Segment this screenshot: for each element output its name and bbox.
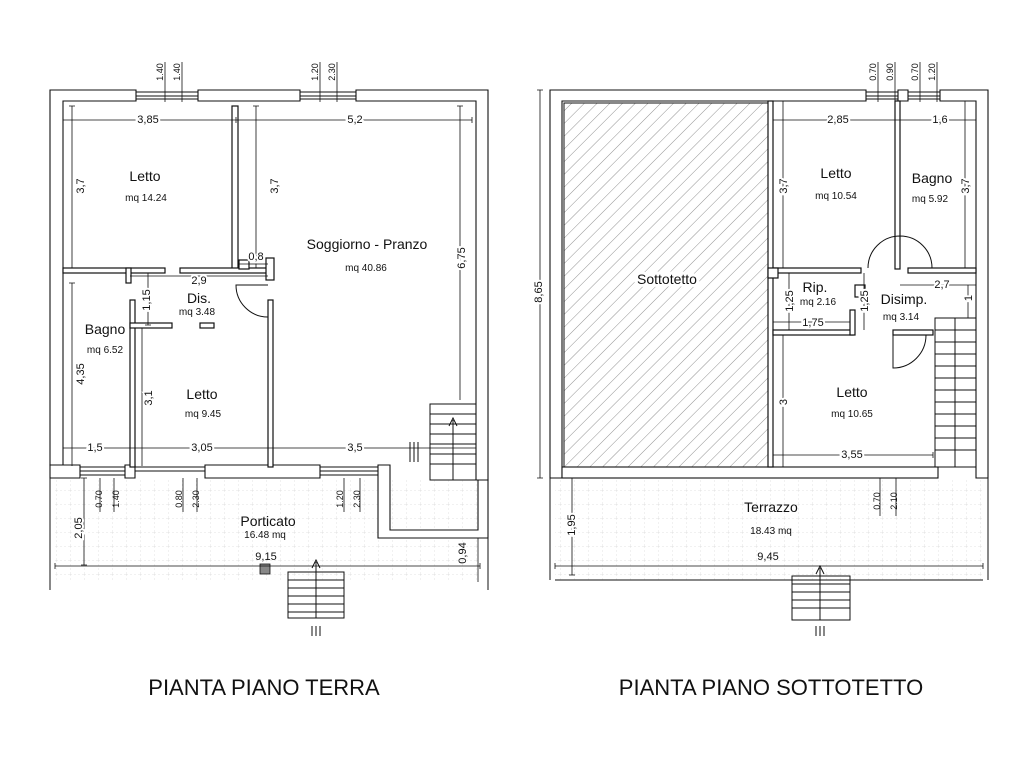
room-area: mq 5.92 [912,194,949,205]
dimension-labels: 2,85 1,6 3,7 3,7 8,65 2,7 1,25 1,25 1,75… [531,112,977,563]
dimension-label: 1,75 [802,317,823,329]
opening-label: 0.80 [174,490,184,508]
dimension-label: 8,65 [533,281,545,302]
opening-label: 0.70 [872,492,882,510]
room-name: Letto [836,384,867,400]
room-name: Terrazzo [744,499,798,515]
dimension-label: 1 [963,295,975,301]
plan-piano-terra: Letto mq 14.24 Soggiorno - Pranzo mq 40.… [49,62,489,700]
room-name: Disimp. [881,291,928,307]
dimension-label: 3,5 [347,442,362,454]
windows [866,91,940,100]
room-area: 16.48 mq [244,530,286,541]
room-name: Sottotetto [637,271,697,287]
room-area: mq 3.14 [883,312,920,323]
dimension-labels: 3,85 5,2 3,7 3,7 0,8 2,9 1,15 6,75 4,35 … [71,112,470,564]
room-area: mq 6.52 [87,345,124,356]
room-name: Porticato [240,513,295,529]
opening-label: 2.30 [352,490,362,508]
dimension-label: 1,5 [87,442,102,454]
dimension-lines [537,62,984,576]
plan-piano-sottotetto: Sottotetto Letto mq 10.54 Bagno mq 5.92 … [531,62,989,700]
interior-walls [62,105,275,468]
dimension-label: 3,1 [143,390,155,405]
dimension-label: 3,85 [137,114,158,126]
room-area: mq 10.65 [831,409,873,420]
dimension-label: 1,15 [141,289,153,310]
stairs [934,317,977,468]
dimension-label: 1,95 [566,514,578,535]
dimension-label: 2,05 [73,517,85,538]
plan-title: PIANTA PIANO TERRA [148,675,380,700]
room-labels: Letto mq 14.24 Soggiorno - Pranzo mq 40.… [85,168,428,541]
room-name: Letto [186,386,217,402]
room-name: Rip. [803,279,828,295]
room-area: 18.43 mq [750,526,792,537]
dimension-label: 3 [778,399,790,405]
dimension-label: 3,7 [75,178,87,193]
dimension-label: 4,35 [75,363,87,384]
dimension-label: 1,25 [859,290,871,311]
terrace-steps [791,564,851,636]
windows [80,91,378,476]
opening-label: 1.40 [172,63,182,81]
opening-label: 1.20 [927,63,937,81]
door-swings [867,235,933,369]
room-area: mq 9.45 [185,409,222,420]
dimension-label: 0,94 [457,542,469,563]
interior-walls [767,100,977,468]
opening-label: 1.20 [310,63,320,81]
opening-label: 1.40 [155,63,165,81]
room-name: Bagno [85,321,126,337]
opening-label: 0.70 [868,63,878,81]
opening-label: 2.30 [191,490,201,508]
dimension-label: 3,55 [841,449,862,461]
room-name: Letto [129,168,160,184]
dimension-label: 6,75 [456,247,468,268]
opening-label: 1.20 [335,490,345,508]
room-name: Dis. [187,290,211,306]
opening-labels: 0.70 0.90 0.70 1.20 0.70 2.10 [868,63,937,510]
dimension-label: 5,2 [347,114,362,126]
plan-title: PIANTA PIANO SOTTOTETTO [619,675,923,700]
sottotetto-hatch [563,102,769,468]
dimension-label: 2,9 [191,275,206,287]
opening-label: 0.70 [94,490,104,508]
opening-label: 2.30 [327,63,337,81]
room-area: mq 3.48 [179,307,216,318]
dimension-label: 3,7 [269,178,281,193]
opening-labels: 1.40 1.40 1.20 2.30 0.70 1.40 0.80 2.30 … [94,63,362,508]
room-labels: Sottotetto Letto mq 10.54 Bagno mq 5.92 … [634,165,953,537]
dimension-label: 9,45 [757,551,778,563]
exterior-walls [49,89,489,590]
door-swing [235,284,269,318]
opening-label: 2.10 [889,492,899,510]
dimension-label: 1,6 [932,114,947,126]
stairs [409,403,477,481]
dimension-label: 1,25 [784,290,796,311]
dimension-label: 3,05 [191,442,212,454]
room-area: mq 40.86 [345,263,387,274]
opening-label: 1.40 [111,490,121,508]
dimension-label: 3,7 [778,178,790,193]
dimension-label: 2,7 [934,279,949,291]
room-area: mq 14.24 [125,193,167,204]
room-name: Bagno [912,170,953,186]
room-name: Soggiorno - Pranzo [307,236,428,252]
room-area: mq 2.16 [800,297,837,308]
opening-label: 0.70 [910,63,920,81]
dimension-label: 0,8 [248,251,263,263]
dimension-lines [54,62,481,582]
dimension-label: 2,85 [827,114,848,126]
dimension-label: 3,7 [960,178,972,193]
room-name: Letto [820,165,851,181]
front-steps [259,558,345,636]
dimension-label: 9,15 [255,551,276,563]
room-area: mq 10.54 [815,191,857,202]
opening-label: 0.90 [885,63,895,81]
